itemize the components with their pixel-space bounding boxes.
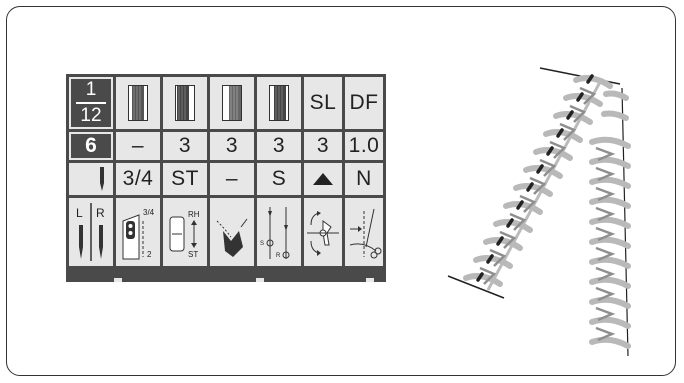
row2-value-cell: 3 [257, 132, 301, 160]
presser-foot-cell: S R [257, 198, 301, 266]
stitch-number-cell: 6 [69, 132, 113, 160]
knife-cell [304, 198, 342, 266]
upper-knife-icon [305, 201, 341, 263]
tension-dial-3-cell [210, 77, 254, 129]
row2-value-cell: 3 [163, 132, 207, 160]
row3-value-cell: ST [163, 163, 207, 195]
sl-cell: SL [304, 77, 342, 129]
tension-dial-icon [222, 85, 242, 121]
needle-right-label: R [96, 206, 105, 220]
fraction-denominator: 12 [80, 106, 101, 126]
tension-dial-1-cell [116, 77, 160, 129]
tension-dial-2-cell [163, 77, 207, 129]
scissors-cell [345, 198, 383, 266]
plate-label-bottom: 2 [147, 250, 152, 259]
tension-dial-icon [269, 85, 289, 121]
table-notch [256, 278, 264, 282]
needle-plate-cell: 3/4 2 [116, 198, 160, 266]
fraction-numerator: 1 [86, 80, 97, 100]
df-cell: DF [345, 77, 383, 129]
triangle-up-icon [312, 172, 334, 186]
foot-left-label: S [260, 241, 264, 247]
lever-cell: RH ST [163, 198, 207, 266]
stitch-fraction-cell: 1 12 [69, 77, 113, 129]
needle-icon [99, 167, 105, 191]
needle-position-icon: L R [71, 201, 111, 263]
foot-right-label: R [276, 253, 281, 259]
table-notch [366, 278, 374, 282]
scissors-icon [346, 201, 382, 263]
row2-value-cell: 3 [210, 132, 254, 160]
plate-label-top: 3/4 [143, 208, 155, 217]
tension-dial-4-cell [257, 77, 301, 129]
triangle-cell [304, 163, 342, 195]
row3-value-cell: S [257, 163, 301, 195]
row3-value-cell: 3/4 [116, 163, 160, 195]
tension-dial-icon [128, 85, 148, 121]
needle-plate-icon: 3/4 2 [117, 201, 159, 263]
stitch-fraction: 1 12 [76, 80, 106, 126]
settings-table: 1 12 SL DF 6 – 3 [66, 74, 386, 282]
tension-dial-icon [175, 85, 195, 121]
needle-cell [69, 163, 113, 195]
needle-left-label: L [76, 206, 83, 220]
row2-value-cell: 3 [304, 132, 342, 160]
row3-value-cell: – [210, 163, 254, 195]
row2-value-cell: 1.0 [345, 132, 383, 160]
row3-value-cell: N [345, 163, 383, 195]
looper-cell [210, 198, 254, 266]
row2-value-cell: – [116, 132, 160, 160]
lever-icon: RH ST [164, 201, 206, 263]
diagonal-stitch-chain [466, 76, 610, 290]
lever-label-bottom: ST [188, 250, 198, 259]
table-notch [114, 278, 122, 282]
needle-position-cell: L R [69, 198, 113, 266]
lever-label-top: RH [188, 210, 200, 219]
presser-foot-icon: S R [258, 201, 300, 263]
stitch-illustration [440, 58, 640, 358]
looper-threading-icon [211, 201, 253, 263]
